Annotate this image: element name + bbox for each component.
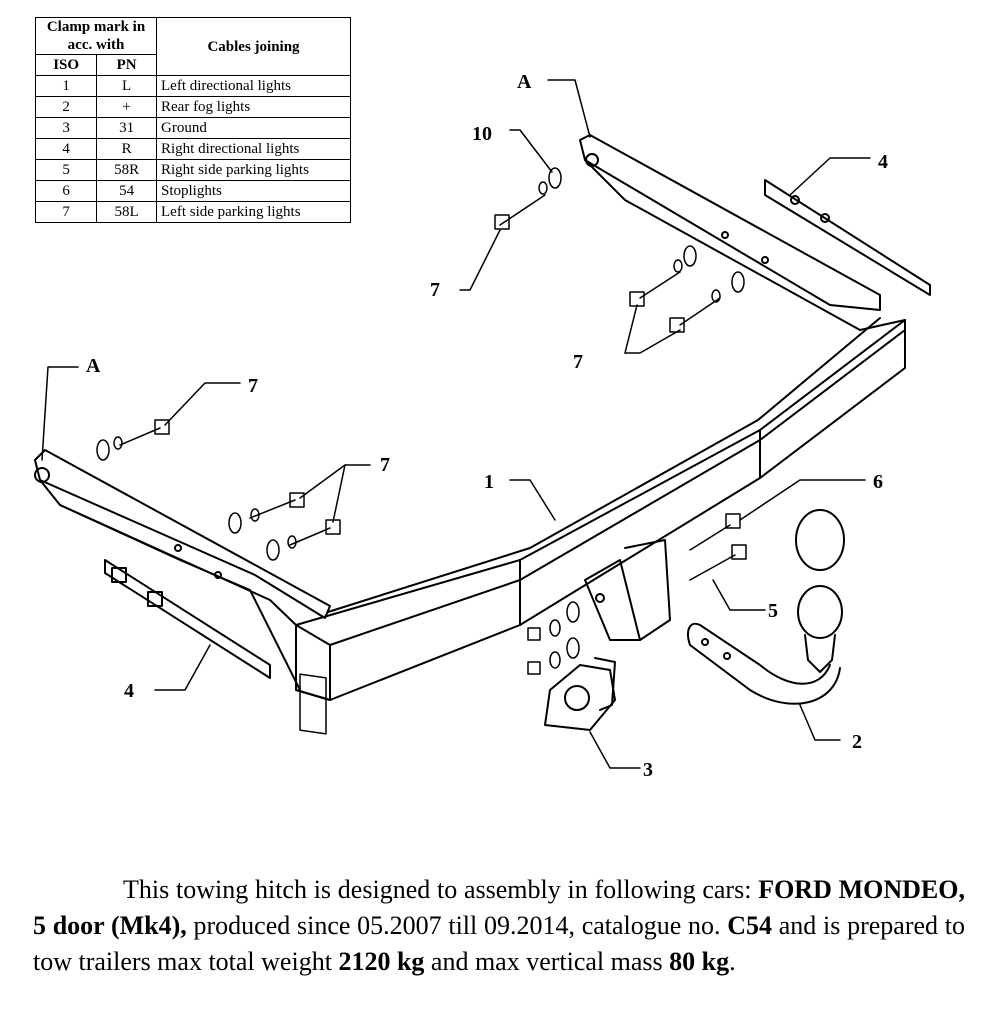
tow-ball-neck bbox=[687, 509, 845, 705]
callout-10: 10 bbox=[472, 123, 492, 145]
callout-a-left: A bbox=[86, 355, 101, 377]
callout-4-right: 4 bbox=[878, 151, 888, 173]
note-vehicle-model: FORD MONDEO, 5 door (Mk4), bbox=[33, 875, 965, 940]
note-text: and is prepared to tow trailers max tota… bbox=[33, 911, 965, 976]
callout-2: 2 bbox=[852, 731, 862, 753]
towbar-exploded-diagram: A 10 4 7 7 A 7 7 1 6 5 2 3 4 bbox=[34, 71, 931, 781]
bolt-set bbox=[96, 167, 747, 675]
cable-cell: Rear fog lights bbox=[156, 96, 351, 118]
callout-7-right: 7 bbox=[573, 351, 583, 373]
iso-cell: 6 bbox=[34, 180, 98, 202]
pn-cell: 54 bbox=[96, 180, 157, 202]
pn-cell: L bbox=[96, 75, 157, 97]
callout-5: 5 bbox=[768, 600, 778, 622]
cable-cell: Stoplights bbox=[156, 180, 351, 202]
cable-cell: Right side parking lights bbox=[156, 159, 351, 181]
table-header-clamp: Clamp mark in acc. with bbox=[35, 17, 157, 55]
iso-cell: 1 bbox=[34, 75, 98, 97]
note-catalogue-number: C54 bbox=[727, 911, 773, 940]
note-text: This towing hitch is designed to assembl… bbox=[123, 875, 759, 904]
table-header-pn: PN bbox=[96, 54, 157, 76]
ball-mount-bracket bbox=[584, 539, 671, 641]
note-text: . bbox=[729, 947, 736, 976]
iso-cell: 3 bbox=[34, 117, 98, 139]
callout-7-left-2: 7 bbox=[380, 454, 390, 476]
table-row: 6 54 Stoplights bbox=[34, 180, 351, 202]
iso-cell: 7 bbox=[34, 201, 98, 223]
pn-cell: 58L bbox=[96, 201, 157, 223]
callout-1: 1 bbox=[484, 471, 494, 493]
cable-cell: Left side parking lights bbox=[156, 201, 351, 223]
pn-cell: 58R bbox=[96, 159, 157, 181]
table-row: 4 R Right directional lights bbox=[34, 138, 351, 160]
callout-7-left-1: 7 bbox=[248, 375, 258, 397]
leader-lines bbox=[41, 79, 871, 769]
right-side-arm bbox=[579, 134, 906, 331]
table-row: 1 L Left directional lights bbox=[34, 75, 351, 97]
iso-cell: 5 bbox=[34, 159, 98, 181]
clamp-mark-table: Clamp mark in acc. with Cables joining I… bbox=[34, 17, 351, 223]
callout-a-top: A bbox=[517, 71, 532, 93]
pn-cell: + bbox=[96, 96, 157, 118]
table-row: 2 + Rear fog lights bbox=[34, 96, 351, 118]
note-max-vertical-mass: 80 kg bbox=[669, 947, 730, 976]
pn-cell: R bbox=[96, 138, 157, 160]
callout-7-top: 7 bbox=[430, 279, 440, 301]
note-max-total-weight: 2120 kg bbox=[338, 947, 425, 976]
socket-plate bbox=[544, 657, 616, 731]
iso-cell: 2 bbox=[34, 96, 98, 118]
pn-cell: 31 bbox=[96, 117, 157, 139]
left-reinforcement-plate bbox=[104, 559, 271, 679]
callout-4-left: 4 bbox=[124, 680, 134, 702]
left-side-arm bbox=[34, 449, 331, 691]
note-text: and max vertical mass bbox=[424, 947, 670, 976]
cable-cell: Ground bbox=[156, 117, 351, 139]
table-row: 3 31 Ground bbox=[34, 117, 351, 139]
note-text: produced since 05.2007 till 09.2014, cat… bbox=[186, 911, 728, 940]
cable-cell: Right directional lights bbox=[156, 138, 351, 160]
table-row: 5 58R Right side parking lights bbox=[34, 159, 351, 181]
iso-cell: 4 bbox=[34, 138, 98, 160]
table-header-cables: Cables joining bbox=[156, 17, 351, 76]
callout-3: 3 bbox=[643, 759, 653, 781]
vehicle-applicability-note: This towing hitch is designed to assembl… bbox=[33, 872, 965, 980]
table-header-iso: ISO bbox=[34, 54, 98, 76]
main-crossbar bbox=[295, 317, 906, 735]
callout-6: 6 bbox=[873, 471, 883, 493]
right-reinforcement-plate bbox=[764, 179, 931, 296]
cable-cell: Left directional lights bbox=[156, 75, 351, 97]
table-row: 7 58L Left side parking lights bbox=[34, 201, 351, 223]
